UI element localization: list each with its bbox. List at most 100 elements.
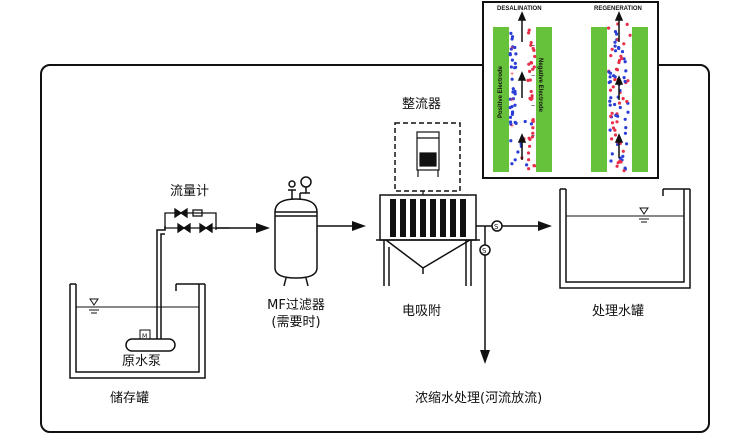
ion-dot — [609, 96, 613, 100]
label-raw-pump: 原水泵 — [122, 354, 162, 369]
ion-dot — [621, 149, 625, 153]
ion-dot — [610, 121, 615, 125]
ion-dot — [613, 40, 617, 44]
ion-dot — [623, 117, 627, 121]
ion-dot — [610, 137, 614, 141]
ion-dot — [626, 79, 630, 83]
inset-regeneration-title: REGENERATION — [594, 6, 642, 12]
ion-dot — [511, 97, 515, 101]
ion-dot — [527, 31, 531, 35]
arrow-to-electrosorption — [352, 221, 366, 231]
svg-text:−: − — [531, 73, 535, 80]
ion-dot — [523, 119, 527, 124]
ion-dot — [628, 33, 632, 37]
ion-dot — [513, 103, 517, 107]
ion-dot — [514, 65, 518, 69]
ion-dot — [609, 54, 613, 58]
ion-dot — [617, 101, 622, 105]
ion-dot — [617, 60, 621, 65]
label-mf-filter-note: (需要时) — [271, 315, 321, 330]
ion-dot — [613, 78, 617, 82]
ion-dot — [610, 111, 614, 115]
label-flowmeter: 流量计 — [170, 184, 210, 199]
ion-dot — [508, 52, 512, 56]
ion-dot — [510, 110, 515, 114]
ion-dot — [509, 122, 513, 126]
regeneration-cell — [591, 27, 648, 172]
ion-dot — [612, 74, 616, 78]
arrow-to-mf — [256, 223, 270, 233]
ion-dot — [531, 131, 535, 135]
ion-dot — [616, 114, 620, 118]
ion-dot — [623, 79, 627, 84]
ion-dot — [529, 122, 534, 126]
storage-tank — [69, 283, 206, 379]
svg-text:+: + — [510, 45, 514, 52]
svg-text:−: − — [531, 133, 535, 140]
ion-dot — [615, 32, 619, 36]
ion-dot — [608, 75, 612, 79]
ion-dot — [615, 164, 619, 168]
ion-dot — [608, 128, 612, 132]
desalination-cell — [493, 27, 552, 172]
ion-dot — [529, 61, 533, 65]
ion-dot — [510, 162, 514, 166]
ion-dot — [513, 158, 517, 162]
inset-desalination-title: DESALINATION — [497, 6, 542, 12]
ion-dot — [623, 166, 627, 170]
rectifier-box — [394, 122, 461, 192]
ion-dot — [620, 50, 625, 54]
arrow-to-concentrate — [480, 350, 490, 364]
ion-dot — [623, 131, 628, 135]
outer-frame — [40, 64, 710, 433]
ion-dot — [622, 169, 626, 173]
ion-dot — [508, 97, 512, 101]
ion-dot — [509, 47, 513, 51]
inset-negative-electrode: Negative Electrode — [537, 58, 543, 113]
ion-dot — [608, 99, 612, 103]
ion-dot — [530, 94, 534, 98]
ion-dot — [516, 150, 520, 154]
storage-water-level-icon — [89, 298, 99, 314]
ion-dot — [531, 67, 535, 71]
ion-dot — [613, 49, 618, 53]
ion-dot — [525, 163, 529, 167]
ion-dot — [528, 96, 532, 100]
ion-dot — [532, 48, 536, 53]
ion-dot — [625, 99, 629, 104]
label-mf-filter-name: MF过滤器 — [267, 298, 325, 313]
svg-text:+: + — [510, 97, 514, 104]
ion-dot — [608, 103, 612, 107]
ion-dot — [618, 105, 622, 110]
label-concentrate: 浓缩水处理(河流放流) — [415, 391, 543, 406]
ion-dot — [533, 54, 537, 59]
label-rectifier: 整流器 — [402, 97, 442, 112]
svg-text:−: − — [531, 103, 535, 110]
arrow-to-treated-tank — [538, 221, 552, 231]
ion-dot — [530, 135, 535, 139]
ion-dot — [611, 85, 615, 89]
ion-dot — [625, 22, 629, 26]
ion-dot — [510, 112, 514, 116]
ion-dot — [513, 45, 517, 50]
ion-dot — [614, 67, 619, 71]
ion-dot — [611, 126, 616, 130]
ion-dot — [529, 41, 533, 45]
ion-dot — [610, 47, 614, 51]
ion-dot — [513, 61, 517, 65]
ion-dot — [509, 31, 513, 35]
ion-dot — [532, 65, 536, 69]
ion-dot — [528, 144, 532, 148]
ion-dot — [527, 167, 531, 171]
ion-dot — [527, 28, 531, 32]
product-pipe — [476, 220, 540, 352]
inset-panel — [482, 1, 659, 179]
ion-dot — [510, 37, 514, 41]
ion-dot — [613, 102, 617, 107]
ion-dot — [531, 118, 535, 122]
ion-dot — [532, 164, 536, 168]
ion-dot — [616, 161, 620, 165]
treated-tank — [559, 188, 691, 289]
ion-dot — [623, 60, 627, 64]
